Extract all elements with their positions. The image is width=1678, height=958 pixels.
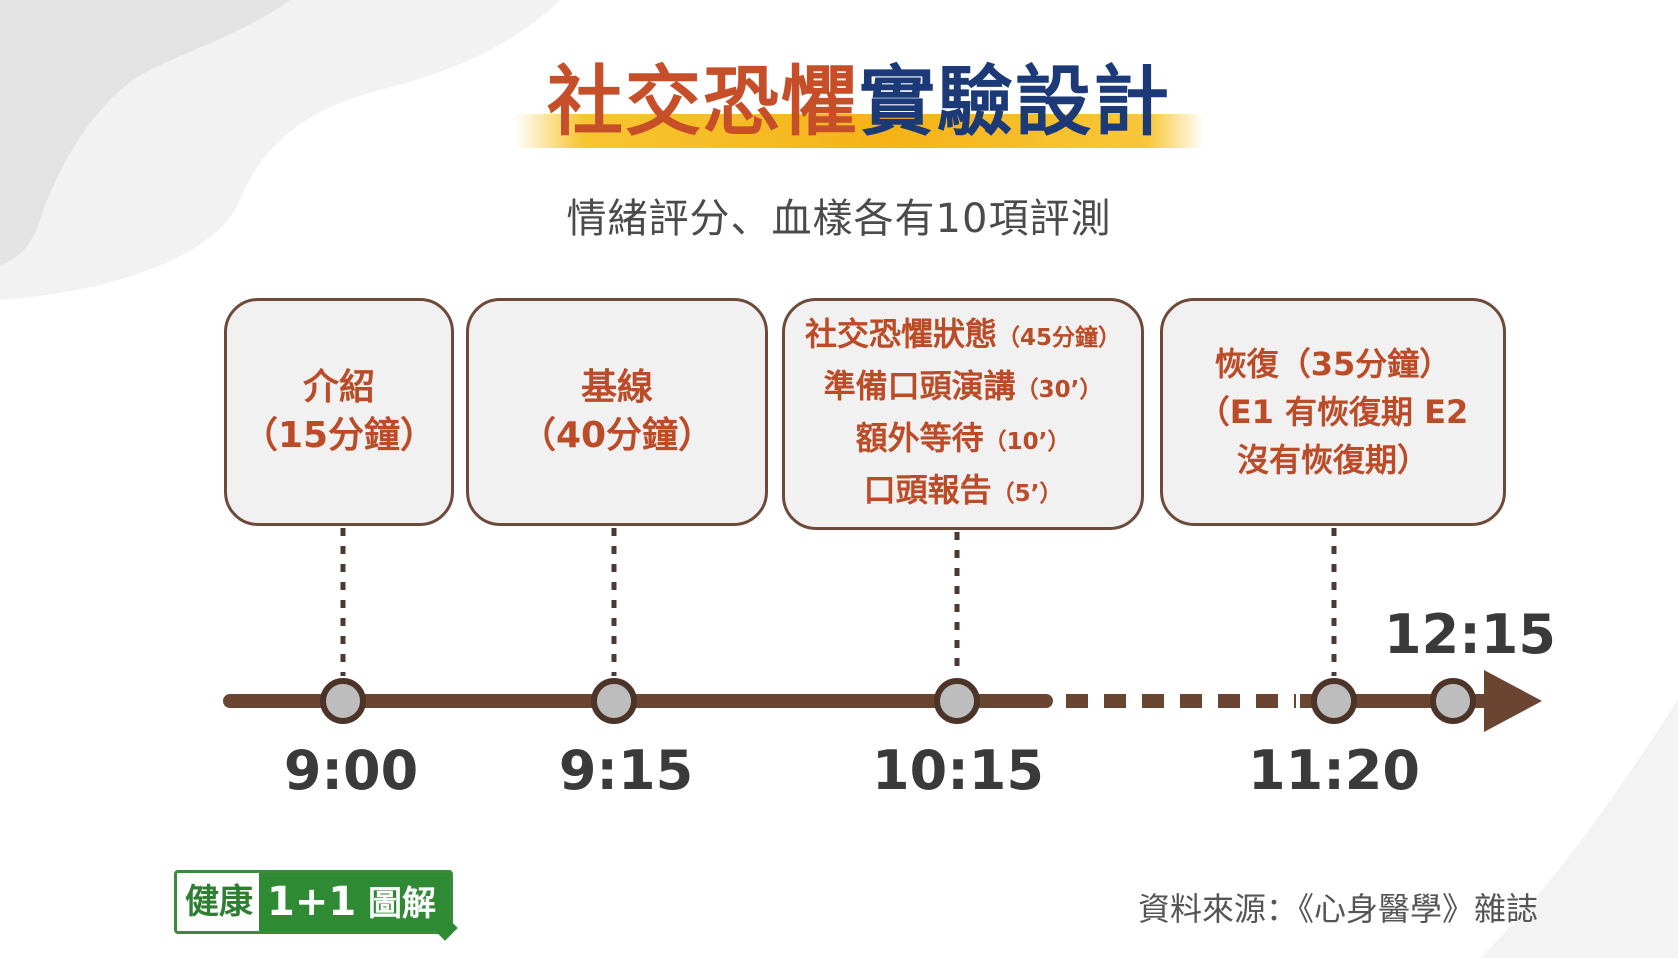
source-credit: 資料來源：《心身醫學》雜誌 — [1137, 890, 1538, 928]
page-title: 社交恐懼實驗設計 — [514, 52, 1204, 152]
stage-line: （15分鐘） — [241, 415, 437, 456]
stage-line-main: 準備口頭演講 — [823, 367, 1016, 405]
subtitle: 情緒評分、血樣各有10項評測 — [566, 196, 1112, 242]
stage-box-recovery: 恢復（35分鐘） （E1 有恢復期 E2 沒有恢復期） — [1160, 298, 1506, 526]
stage-line-main: 口頭報告 — [863, 471, 992, 509]
stage-box-intro: 介紹 （15分鐘） — [224, 298, 454, 526]
stage-line: 恢復（35分鐘） — [1214, 345, 1452, 383]
time-label: 9:15 — [558, 739, 694, 802]
title-part-navy: 實驗設計 — [859, 57, 1171, 146]
stage-line-main: 額外等待 — [855, 419, 984, 457]
stage-line: （E1 有恢復期 E2 — [1197, 393, 1469, 431]
stage-box-baseline: 基線 （40分鐘） — [466, 298, 768, 526]
stage-line: 介紹 — [302, 367, 375, 408]
stage-line: 沒有恢復期） — [1236, 441, 1429, 479]
time-label: 11:20 — [1248, 739, 1420, 802]
stage-line: 社交恐懼狀態（45分鐘） — [805, 310, 1121, 362]
title-highlight-band — [514, 114, 1204, 148]
timeline-arrowhead — [1484, 670, 1542, 732]
stage-line-note: （45分鐘） — [997, 325, 1122, 351]
title-block: 社交恐懼實驗設計 — [514, 52, 1204, 157]
time-label: 9:00 — [283, 739, 419, 802]
stage-line-note: （30’） — [1015, 377, 1103, 403]
stage-line-main: 社交恐懼狀態 — [804, 315, 997, 353]
logo-text-left: 健康 — [185, 882, 253, 922]
stage-line: 準備口頭演講（30’） — [824, 362, 1103, 414]
stage-box-social-fear: 社交恐懼狀態（45分鐘） 準備口頭演講（30’） 額外等待（10’） 口頭報告（… — [782, 298, 1144, 530]
stage-line-note: （5’） — [991, 481, 1063, 507]
timeline-node — [1430, 678, 1476, 724]
stage-line: 基線 — [580, 367, 653, 408]
stage-line: （40分鐘） — [519, 415, 715, 456]
timeline-node — [320, 678, 366, 724]
timeline-node — [1311, 678, 1357, 724]
logo-text-right: 1+1 圖解 — [259, 873, 451, 931]
stage-line: 額外等待（10’） — [856, 414, 1071, 466]
title-part-orange: 社交恐懼 — [547, 57, 859, 146]
brand-logo: 健康 1+1 圖解 — [174, 870, 458, 941]
logo-suffix: 圖解 — [368, 884, 437, 924]
timeline-node — [934, 678, 980, 724]
timeline-node — [591, 678, 637, 724]
stage-line-note: （10’） — [983, 429, 1071, 455]
logo-number: 1+1 — [267, 879, 357, 925]
stage-line: 口頭報告（5’） — [864, 466, 1063, 518]
end-time-label: 12:15 — [1384, 603, 1556, 666]
time-label: 10:15 — [872, 739, 1044, 802]
